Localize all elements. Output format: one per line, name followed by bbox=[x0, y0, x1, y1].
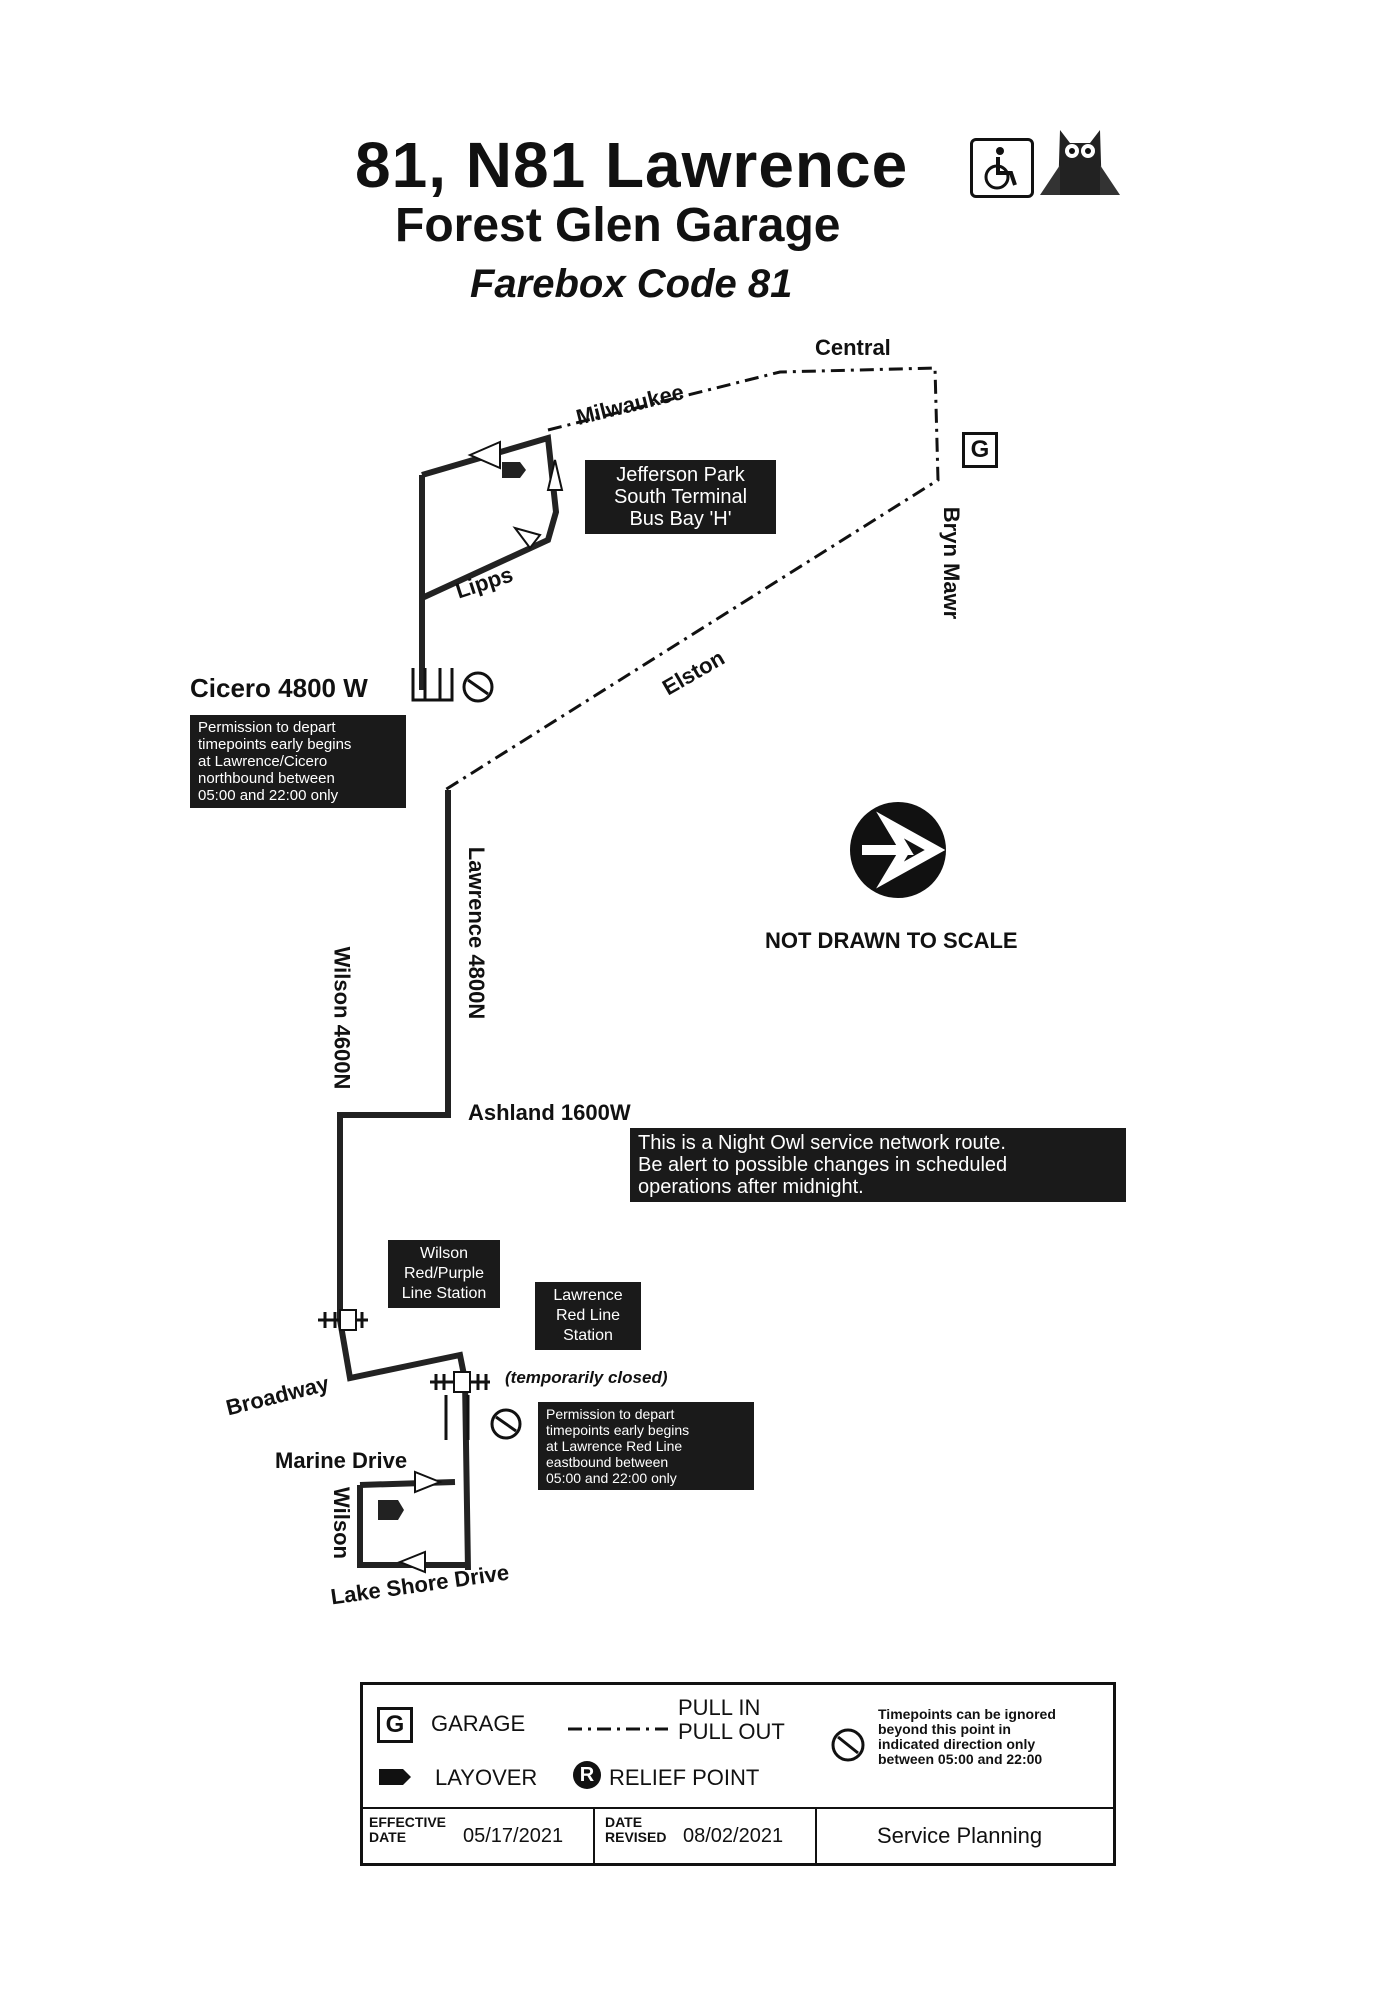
owl-icon bbox=[1040, 125, 1120, 205]
night-owl-notice: This is a Night Owl service network rout… bbox=[630, 1128, 1126, 1202]
legend-pull-in: PULL IN bbox=[678, 1695, 761, 1720]
street-wilson: Wilson bbox=[328, 1487, 354, 1559]
farebox-code: Farebox Code 81 bbox=[470, 262, 793, 306]
legend-dash-icon bbox=[568, 1727, 668, 1731]
layover-marker bbox=[502, 462, 526, 478]
street-bryn-mawr: Bryn Mawr bbox=[939, 506, 965, 620]
legend-pull-out: PULL OUT bbox=[678, 1719, 785, 1744]
street-lawrence: Lawrence 4800N bbox=[464, 846, 490, 1020]
street-wilson-4600: Wilson 4600N bbox=[329, 946, 355, 1090]
legend-department: Service Planning bbox=[877, 1823, 1043, 1848]
legend-revised-label: DATE REVISED bbox=[605, 1814, 667, 1845]
route-title: 81, N81 Lawrence bbox=[355, 129, 909, 201]
lakeshore-loop bbox=[357, 1485, 468, 1568]
temporarily-closed-note: (temporarily closed) bbox=[505, 1368, 668, 1387]
street-cicero: Cicero 4800 W bbox=[190, 673, 368, 703]
legend-effective-label: EFFECTIVE DATE bbox=[369, 1814, 447, 1845]
street-central: Central bbox=[815, 335, 891, 360]
legend-timepoint-icon bbox=[831, 1728, 865, 1762]
legend-relief-icon: R bbox=[573, 1761, 601, 1789]
wheelchair-icon bbox=[970, 138, 1034, 198]
garage-symbol: G bbox=[962, 432, 998, 468]
legend-revised-date: 08/02/2021 bbox=[683, 1825, 784, 1847]
legend-garage-label: GARAGE bbox=[431, 1711, 526, 1736]
legend-layover-icon bbox=[379, 1769, 411, 1785]
not-drawn-to-scale: NOT DRAWN TO SCALE bbox=[765, 928, 1018, 953]
pull-route-dashed bbox=[444, 366, 940, 792]
street-marine-drive: Marine Drive bbox=[275, 1448, 408, 1473]
street-ashland: Ashland 1600W bbox=[468, 1100, 631, 1125]
legend-relief-label: RELIEF POINT bbox=[609, 1765, 760, 1790]
legend: G GARAGE PULL IN PULL OUT LAYOVER R RELI… bbox=[360, 1682, 1116, 1866]
jefferson-loop bbox=[420, 434, 560, 601]
legend-effective-date: 05/17/2021 bbox=[463, 1825, 564, 1847]
legend-layover-label: LAYOVER bbox=[435, 1765, 538, 1790]
legend-garage-symbol: G bbox=[377, 1707, 413, 1743]
garage-subtitle: Forest Glen Garage bbox=[395, 199, 841, 252]
